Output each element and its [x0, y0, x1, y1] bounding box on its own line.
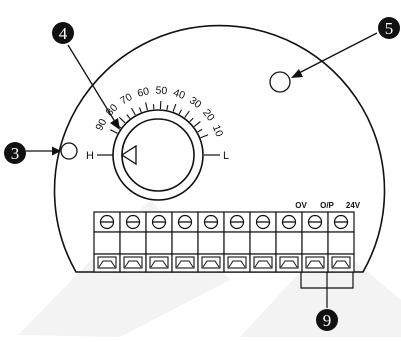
- terminal-wire-entry: [280, 257, 298, 268]
- dial-tick: [119, 117, 125, 123]
- terminal-body: [120, 232, 146, 254]
- dial-low-label: L: [223, 150, 229, 162]
- callout-4-number: 4: [59, 24, 68, 43]
- terminal-wire-entry: [306, 257, 324, 268]
- callout-4-arrowhead: [110, 118, 120, 130]
- callout-3-number: 3: [11, 144, 20, 163]
- dial-tick: [173, 104, 176, 112]
- terminal-body: [302, 232, 328, 254]
- left-mounting-hole: [61, 143, 77, 159]
- terminal-label-24v: 24V: [346, 201, 361, 210]
- terminal-body: [198, 232, 224, 254]
- terminal-wire-entry: [176, 257, 194, 268]
- dial-scale-label: 70: [118, 91, 134, 107]
- terminal-body: [224, 232, 250, 254]
- callout-5-number: 5: [385, 19, 394, 38]
- dial-tick: [139, 108, 141, 113]
- terminal-body: [172, 232, 198, 254]
- terminal-wire-entry: [332, 257, 350, 268]
- terminal-label-ov: OV: [295, 201, 307, 210]
- dial-tick: [110, 130, 117, 134]
- callout-5-arrowhead: [291, 69, 303, 78]
- terminal-wire-entry: [98, 257, 116, 268]
- callout-4-leader: [68, 45, 117, 125]
- dial-scale-label: 60: [136, 85, 150, 99]
- dial-tick: [194, 122, 200, 127]
- terminal-body: [276, 232, 302, 254]
- dial-scale-label: 90: [93, 117, 109, 133]
- terminal-label-op: O/P: [320, 201, 334, 210]
- dial-tick: [198, 129, 202, 132]
- terminals: [94, 212, 354, 272]
- dial-tick: [201, 135, 208, 138]
- terminal-body: [250, 232, 276, 254]
- terminal-wire-entry: [124, 257, 142, 268]
- callout-4: 4: [52, 22, 120, 130]
- callout-5-leader: [297, 33, 377, 74]
- callout-5: 5: [291, 17, 400, 78]
- terminal-wire-entry: [228, 257, 246, 268]
- dial-tick: [185, 111, 190, 118]
- dial-high-label: H: [86, 150, 94, 162]
- dial-scale-label: 50: [155, 85, 167, 98]
- terminal-wire-entry: [150, 257, 168, 268]
- dial-tick: [167, 105, 168, 110]
- terminal-wire-entry: [254, 257, 272, 268]
- dial-tick: [127, 115, 130, 119]
- callout-3: 3: [4, 142, 61, 164]
- callout-9: 9: [316, 309, 338, 331]
- dial-tick: [131, 108, 135, 115]
- callout-9-number: 9: [323, 311, 332, 330]
- terminal-body: [328, 232, 354, 254]
- dial-scale-label: 30: [187, 94, 204, 111]
- terminal-body: [146, 232, 172, 254]
- dial-tick: [190, 118, 193, 122]
- terminal-body: [94, 232, 120, 254]
- dial-scale-label: 10: [210, 123, 226, 138]
- right-indicator-hole: [270, 72, 290, 92]
- dial-tick: [146, 102, 148, 110]
- terminal-wire-entry: [202, 257, 220, 268]
- dial-scale-label: 40: [172, 87, 187, 102]
- dial-tick: [179, 110, 181, 114]
- dial-scale-label: 20: [200, 107, 217, 124]
